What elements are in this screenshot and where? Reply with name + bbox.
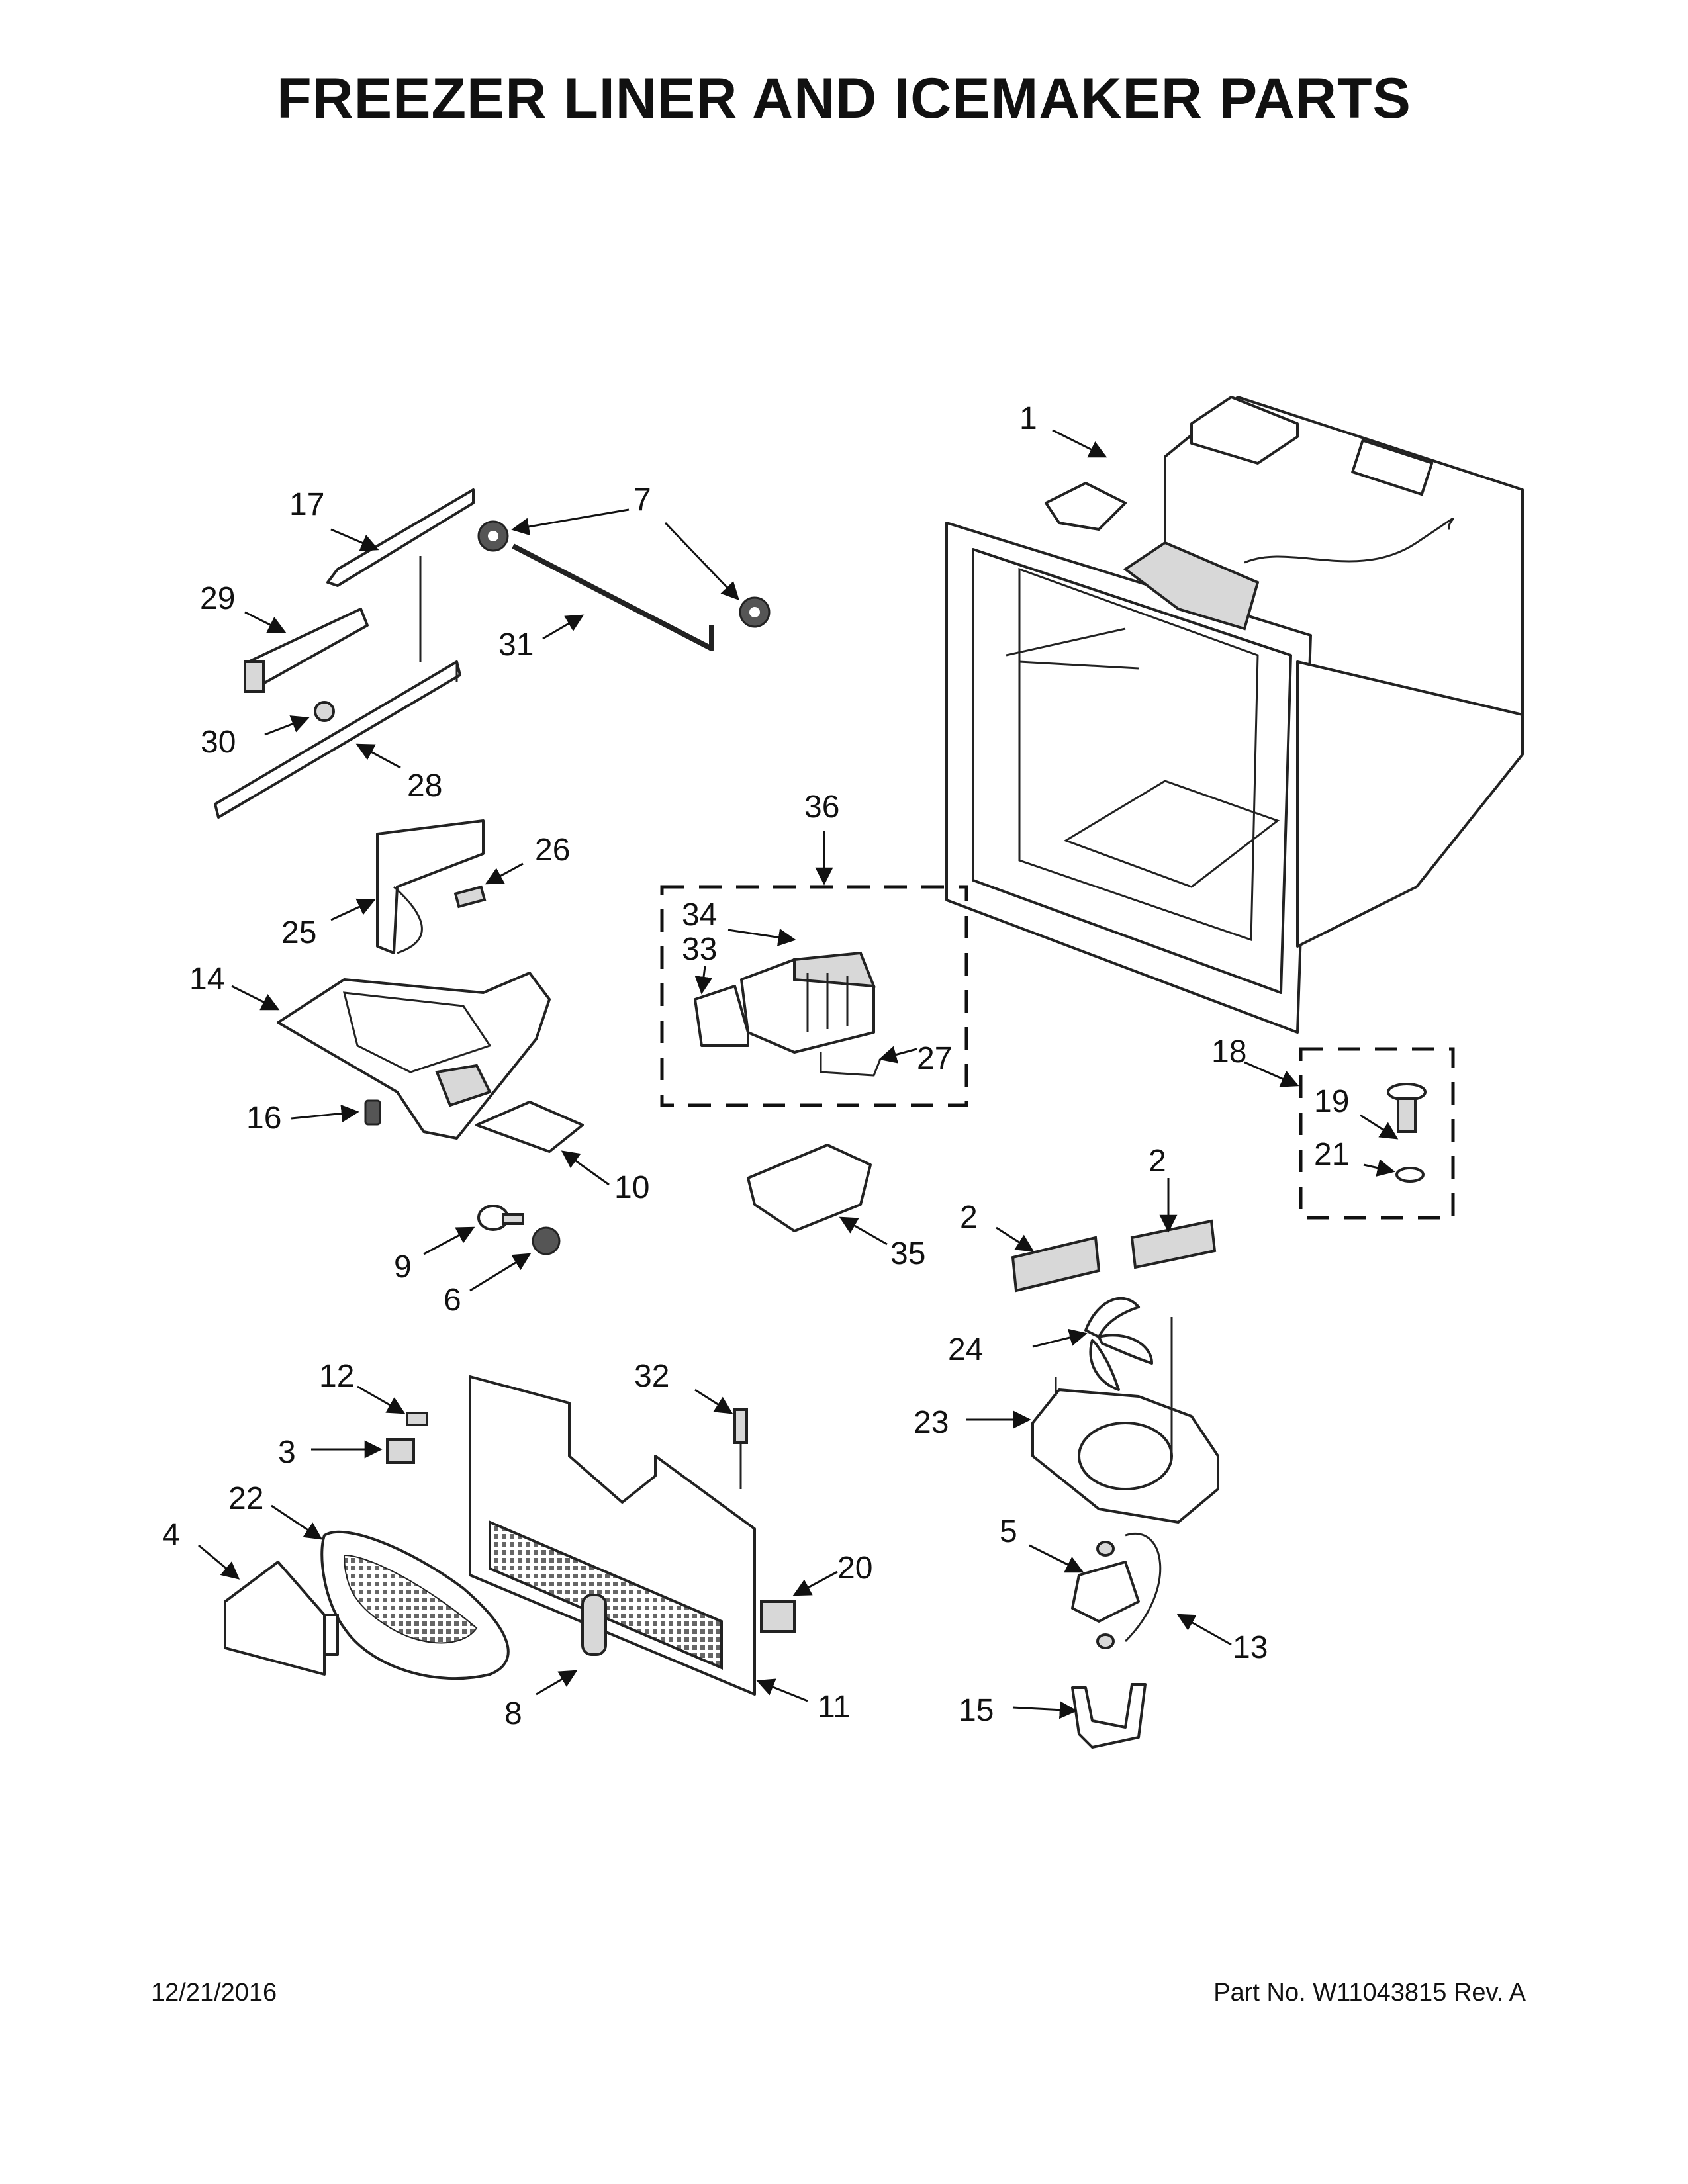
- freezer-liner-part: [945, 396, 1524, 1034]
- bracket-part-25: [376, 819, 485, 954]
- callout-1: 1: [1019, 401, 1037, 436]
- fan-blade-part: [1084, 1297, 1153, 1391]
- end-cap-part: [224, 1561, 339, 1676]
- callout-13: 13: [1233, 1630, 1268, 1665]
- clip-part-16: [364, 1099, 381, 1126]
- callout-33: 33: [682, 932, 717, 967]
- callout-32: 32: [634, 1359, 669, 1394]
- callout-18: 18: [1211, 1034, 1246, 1069]
- callout-10: 10: [614, 1170, 649, 1205]
- callout-2-left: 2: [960, 1200, 978, 1235]
- callout-2-right: 2: [1149, 1144, 1166, 1179]
- air-duct-part: [277, 972, 551, 1140]
- rail-part: [326, 488, 475, 587]
- insulation-sheet-part: [475, 1101, 584, 1153]
- callout-22: 22: [228, 1481, 263, 1516]
- foam-pad-part-right: [1130, 1219, 1217, 1269]
- light-bulb-part: [477, 1205, 524, 1231]
- evaporator-cover-part: [469, 1375, 756, 1696]
- callout-34: 34: [682, 897, 717, 933]
- screw-part-12: [406, 1412, 428, 1426]
- callout-4: 4: [162, 1518, 180, 1553]
- icemaker-part: [694, 951, 882, 1077]
- washer-part: [1395, 1167, 1425, 1183]
- page-title: FREEZER LINER AND ICEMAKER PARTS: [277, 67, 1411, 130]
- callout-16: 16: [246, 1101, 281, 1136]
- callout-30: 30: [201, 725, 236, 760]
- screw-part-26: [453, 885, 487, 909]
- callout-36: 36: [804, 790, 839, 825]
- callout-23: 23: [914, 1405, 949, 1440]
- callout-28: 28: [407, 768, 442, 803]
- callout-20: 20: [837, 1551, 872, 1586]
- rail-bracket-part: [244, 608, 369, 693]
- gear-part-lower: [739, 596, 771, 628]
- callout-3: 3: [278, 1435, 296, 1470]
- motor-bracket-part: [1071, 1683, 1147, 1749]
- callout-6: 6: [444, 1283, 461, 1318]
- grille-cover-part: [320, 1530, 510, 1680]
- callout-8: 8: [504, 1696, 522, 1731]
- thermistor-part: [733, 1408, 748, 1489]
- valve-fitting-part: [1387, 1083, 1427, 1133]
- callout-15: 15: [959, 1693, 994, 1728]
- callout-21: 21: [1314, 1137, 1349, 1172]
- callout-19: 19: [1314, 1084, 1349, 1119]
- callout-12: 12: [319, 1359, 354, 1394]
- ice-bin-tray-part: [747, 1144, 872, 1232]
- callout-17: 17: [289, 487, 324, 522]
- foam-strip-part: [760, 1600, 796, 1633]
- callout-24: 24: [948, 1332, 983, 1367]
- callout-31: 31: [498, 627, 534, 662]
- callout-26: 26: [535, 833, 570, 868]
- fan-shroud-part: [1031, 1317, 1219, 1524]
- clip-part-8: [581, 1594, 607, 1656]
- callout-11: 11: [818, 1690, 851, 1725]
- fan-motor-part: [1071, 1533, 1162, 1649]
- foam-pad-part-left: [1011, 1236, 1101, 1293]
- screw-part-30: [314, 701, 335, 722]
- icemaker-assembly-outline: [660, 885, 968, 1107]
- callout-29: 29: [200, 581, 235, 616]
- mounting-bracket-part: [386, 1438, 415, 1464]
- callout-9: 9: [394, 1250, 412, 1285]
- fitting-kit-outline: [1299, 1047, 1455, 1220]
- shaft-rod-part: [512, 543, 714, 651]
- gear-part-upper: [477, 520, 509, 552]
- callout-35: 35: [890, 1236, 925, 1271]
- callout-7: 7: [633, 482, 651, 518]
- callout-5: 5: [1000, 1514, 1017, 1549]
- footer-date: 12/21/2016: [151, 1979, 277, 2007]
- light-socket-part: [532, 1226, 561, 1255]
- callout-14: 14: [189, 962, 224, 997]
- callout-25: 25: [281, 915, 316, 950]
- slide-rail-part: [214, 556, 461, 819]
- callout-27: 27: [917, 1041, 952, 1076]
- footer-part-number: Part No. W11043815 Rev. A: [1213, 1979, 1526, 2007]
